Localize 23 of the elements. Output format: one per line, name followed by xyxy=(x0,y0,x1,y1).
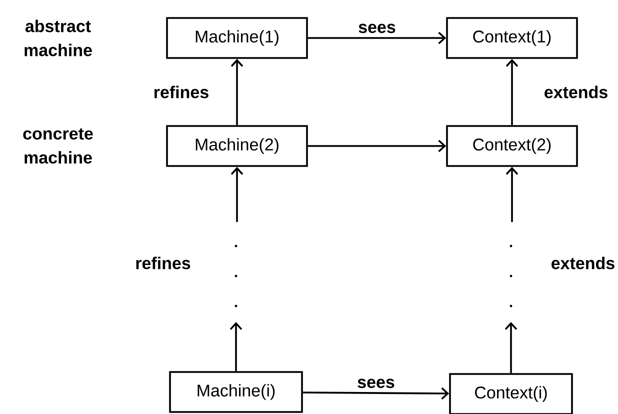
side-label: refines xyxy=(136,256,190,270)
machine-box: Machine(i) xyxy=(169,371,303,413)
arrow xyxy=(504,322,518,374)
side-label: concrete machine xyxy=(23,128,93,164)
arrow xyxy=(506,166,518,222)
arrow xyxy=(308,32,446,44)
arrow xyxy=(230,166,244,222)
machine-box: Context(2) xyxy=(446,125,578,167)
arrow xyxy=(230,322,242,372)
machine-box: Context(1) xyxy=(446,17,578,59)
machine-box: Machine(2) xyxy=(166,125,308,167)
side-label: extends xyxy=(552,256,614,270)
arrow xyxy=(506,58,518,126)
edge-label: refines xyxy=(154,86,208,98)
arrow xyxy=(302,387,450,400)
machine-box: Context(i) xyxy=(449,373,573,414)
arrow xyxy=(230,58,244,126)
edge-label: sees xyxy=(358,378,394,388)
edge-label: extends xyxy=(544,86,608,98)
edge-label: sees xyxy=(358,24,396,34)
side-label: abstract machine xyxy=(24,20,92,56)
machine-box: Machine(1) xyxy=(166,17,308,59)
arrow xyxy=(308,140,446,152)
